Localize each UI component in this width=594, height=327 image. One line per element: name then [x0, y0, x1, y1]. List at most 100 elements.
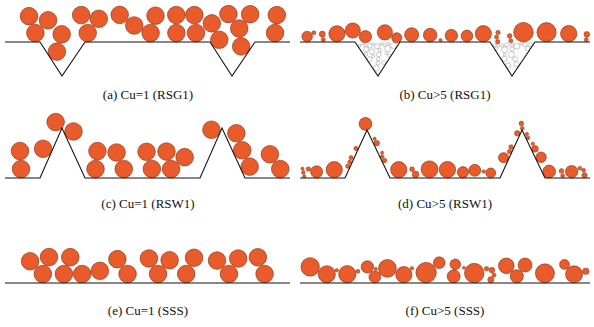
particle — [61, 248, 79, 266]
particle — [220, 5, 238, 23]
particle — [220, 265, 238, 283]
particle — [79, 24, 97, 42]
ridged-surface-graded — [300, 117, 590, 178]
particle — [423, 28, 437, 42]
particle — [167, 6, 185, 24]
particle — [241, 5, 259, 23]
particle — [268, 6, 286, 24]
particle — [584, 31, 590, 37]
particle — [53, 25, 71, 43]
particle — [303, 175, 306, 178]
particle — [497, 44, 500, 47]
particle — [383, 43, 386, 46]
particle — [462, 266, 465, 269]
particle — [482, 170, 486, 174]
particle — [520, 43, 523, 46]
particle — [376, 61, 380, 65]
particle — [535, 264, 554, 283]
surface-profile — [5, 42, 290, 76]
particle — [229, 250, 247, 268]
particle — [565, 165, 577, 177]
particle — [421, 161, 438, 178]
particle — [518, 258, 532, 272]
particle — [505, 43, 509, 47]
surface-profile — [300, 282, 590, 283]
particle — [339, 266, 356, 283]
particle — [502, 47, 508, 53]
particle — [509, 39, 513, 43]
particle — [376, 57, 380, 61]
particle — [158, 143, 176, 161]
grooved-surface-graded — [300, 22, 590, 76]
particle — [583, 268, 590, 275]
particle — [439, 161, 455, 177]
particle — [306, 167, 311, 172]
particle — [457, 167, 468, 178]
particle — [21, 252, 39, 270]
particle — [559, 169, 564, 174]
particle — [203, 121, 221, 139]
particle — [503, 53, 506, 56]
smooth-surface-graded — [300, 257, 590, 283]
particle — [373, 137, 376, 140]
particle — [168, 24, 186, 42]
particle — [495, 39, 500, 44]
particle — [311, 166, 323, 178]
particle — [380, 43, 383, 46]
particle — [582, 172, 587, 177]
particle — [378, 48, 381, 51]
particle — [87, 160, 105, 178]
particle — [582, 168, 586, 172]
particle — [492, 273, 496, 277]
particle — [461, 30, 473, 42]
particle — [89, 142, 107, 160]
particle — [147, 7, 165, 25]
particle — [496, 30, 500, 34]
particle — [475, 26, 491, 42]
particle — [72, 6, 90, 24]
particle — [445, 29, 457, 41]
particle — [241, 158, 259, 176]
particle — [376, 52, 381, 57]
particle — [73, 265, 91, 283]
particle — [447, 270, 460, 283]
particle — [203, 15, 221, 33]
particle — [301, 258, 319, 276]
particle — [55, 265, 73, 283]
surface-profile — [300, 42, 590, 76]
particle — [510, 47, 514, 51]
panel-caption: (a) Cu=1 (RSG1) — [103, 87, 193, 103]
particle — [109, 250, 127, 268]
particle — [367, 43, 372, 48]
particle — [484, 266, 489, 271]
particle — [39, 11, 57, 29]
particle — [369, 49, 374, 54]
particle — [111, 6, 129, 24]
particle — [584, 38, 588, 42]
panel-caption: (d) Cu>5 (RSW1) — [398, 196, 492, 212]
particle — [510, 270, 523, 283]
particle — [369, 271, 381, 283]
particle — [377, 25, 392, 40]
particle — [208, 252, 226, 270]
particle — [149, 265, 167, 283]
particle — [374, 267, 377, 270]
particle — [186, 6, 204, 24]
panel-caption: (b) Cu>5 (RSG1) — [399, 87, 490, 103]
particle — [115, 160, 133, 178]
particle — [433, 257, 445, 269]
particle — [187, 24, 205, 42]
particle — [385, 52, 388, 55]
particle — [514, 43, 520, 49]
particle — [561, 174, 565, 178]
particle — [363, 47, 368, 52]
particle — [439, 38, 442, 41]
particle — [161, 251, 179, 269]
particle — [509, 52, 515, 58]
particle — [416, 262, 436, 282]
particle — [108, 144, 126, 162]
particle — [230, 20, 248, 38]
particle — [493, 44, 496, 47]
